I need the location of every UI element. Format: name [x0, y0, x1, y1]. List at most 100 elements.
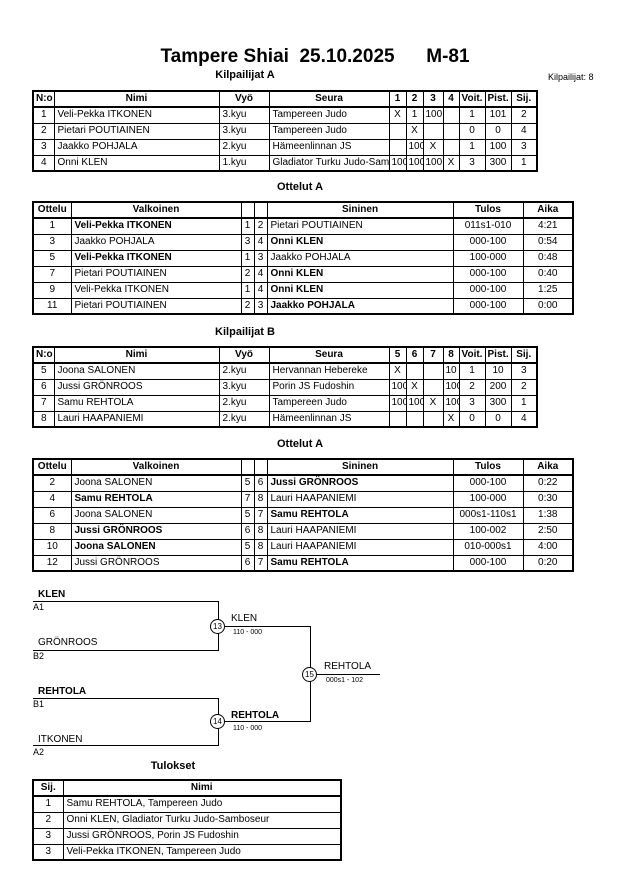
final-out-line: [310, 674, 380, 675]
match-no: 7: [32, 265, 72, 283]
match-time: 0:48: [522, 249, 574, 267]
pool-a-title: Kilpailijat A: [215, 69, 275, 81]
sf1-bottom-name: GRÖNROOS: [38, 637, 98, 648]
cell: 3.kyu: [218, 378, 270, 396]
cell: 10: [442, 362, 460, 380]
col-header: 8: [442, 346, 460, 364]
cell: 3: [510, 138, 538, 156]
table-row: 1 Veli-Pekka ITKONEN 1 2 Pietari POUTIAI…: [32, 217, 574, 235]
table-row: 4 Onni KLEN 1.kyu Gladiator Turku Judo-S…: [32, 154, 538, 172]
col-header: Sininen: [266, 458, 454, 476]
cell: 3: [510, 362, 538, 380]
col-header: [253, 458, 268, 476]
white-name: Veli-Pekka ITKONEN: [70, 281, 242, 299]
cell: Pietari POUTIAINEN: [53, 122, 220, 140]
col-header: Seura: [268, 90, 390, 108]
table-row: 2 Pietari POUTIAINEN 3.kyu Tampereen Jud…: [32, 122, 538, 140]
table-row: 6 Jussi GRÖNROOS 3.kyu Porin JS Fudoshin…: [32, 378, 538, 396]
cell: Onni KLEN: [53, 154, 220, 172]
blue-name: Lauri HAAPANIEMI: [266, 538, 454, 556]
cell: 100: [422, 106, 444, 124]
table-row: 10 Joona SALONEN 5 8 Lauri HAAPANIEMI 01…: [32, 538, 574, 556]
col-header: Sininen: [266, 201, 454, 219]
match-no: 5: [32, 249, 72, 267]
page-title: Tampere Shiai 25.10.2025 M-81: [160, 46, 470, 67]
col-header: Nimi: [53, 346, 220, 364]
white-name: Samu REHTOLA: [70, 490, 242, 508]
table-row: 3 Jussi GRÖNROOS, Porin JS Fudoshin: [32, 827, 342, 845]
matches-b-header-row: Ottelu Valkoinen Sininen Tulos Aika: [32, 458, 574, 476]
match-time: 2:50: [522, 522, 574, 540]
blue-name: Onni KLEN: [266, 233, 454, 251]
blue-name: Lauri HAAPANIEMI: [266, 522, 454, 540]
blue-no: 7: [253, 554, 268, 572]
white-no: 2: [240, 265, 255, 283]
col-header: Sij.: [510, 346, 538, 364]
match-result: 000-100: [452, 281, 524, 299]
cell: Joona SALONEN: [53, 362, 220, 380]
sf1-top-name: KLEN: [38, 589, 66, 600]
col-header: Sij.: [510, 90, 538, 108]
white-name: Pietari POUTIAINEN: [70, 265, 242, 283]
col-header: Voit.: [458, 90, 486, 108]
white-name: Joona SALONEN: [70, 474, 242, 492]
col-header: Aika: [522, 201, 574, 219]
result-name: Veli-Pekka ITKONEN, Tampereen Judo: [62, 843, 342, 861]
match-no: 4: [32, 490, 72, 508]
table-row: 8 Lauri HAAPANIEMI 2.kyu Hämeenlinnan JS…: [32, 410, 538, 428]
result-name: Onni KLEN, Gladiator Turku Judo-Samboseu…: [62, 811, 342, 829]
table-row: 2 Onni KLEN, Gladiator Turku Judo-Sambos…: [32, 811, 342, 829]
matches-a-title: Ottelut A: [276, 181, 324, 193]
cell: Hervannan Hebereke: [268, 362, 390, 380]
pool-a-table: N:o Nimi Vyö Seura 1 2 3 4 Voit. Pist. S…: [32, 90, 538, 172]
cell: [388, 138, 407, 156]
cell: 1: [405, 106, 424, 124]
cell: 1: [458, 138, 486, 156]
match-result: 100-002: [452, 522, 524, 540]
table-row: 3 Jaakko POHJALA 2.kyu Hämeenlinnan JS 1…: [32, 138, 538, 156]
table-row: 12 Jussi GRÖNROOS 6 7 Samu REHTOLA 000-1…: [32, 554, 574, 572]
cell: [405, 410, 424, 428]
cell: 0: [458, 410, 486, 428]
cell: 3: [458, 154, 486, 172]
blue-name: Onni KLEN: [266, 281, 454, 299]
col-header: N:o: [32, 346, 55, 364]
col-header: N:o: [32, 90, 55, 108]
cell: 101: [484, 106, 512, 124]
cell: 6: [32, 378, 55, 396]
cell: 8: [32, 410, 55, 428]
cell: 1: [32, 106, 55, 124]
sf1-score: 110 - 000: [233, 629, 263, 636]
white-no: 5: [240, 506, 255, 524]
blue-no: 3: [253, 297, 268, 315]
match-no: 2: [32, 474, 72, 492]
competitor-count: Kilpailijat: 8: [548, 72, 594, 82]
cell: [442, 106, 460, 124]
match-time: 0:54: [522, 233, 574, 251]
white-no: 3: [240, 233, 255, 251]
match-result: 000-100: [452, 297, 524, 315]
blue-no: 4: [253, 265, 268, 283]
col-header: Ottelu: [32, 458, 72, 476]
match-result: 010-000s1: [452, 538, 524, 556]
table-row: 1 Veli-Pekka ITKONEN 3.kyu Tampereen Jud…: [32, 106, 538, 124]
cell: 2: [458, 378, 486, 396]
cell: 2: [510, 378, 538, 396]
match-no: 6: [32, 506, 72, 524]
cell: 100: [388, 154, 407, 172]
col-header: 2: [405, 90, 424, 108]
cell: 0: [458, 122, 486, 140]
col-header: Pist.: [484, 90, 512, 108]
sf2-bottom-seed: A2: [33, 747, 45, 757]
sf2-match-number: 14: [210, 714, 225, 729]
cell: 2: [32, 122, 55, 140]
cell: 100: [442, 394, 460, 412]
cell: Hämeenlinnan JS: [268, 138, 390, 156]
white-no: 1: [240, 281, 255, 299]
cell: [422, 410, 444, 428]
sf2-top-name: REHTOLA: [38, 686, 87, 697]
cell: 0: [484, 122, 512, 140]
blue-no: 4: [253, 281, 268, 299]
cell: 100: [405, 154, 424, 172]
cell: 100: [442, 378, 460, 396]
